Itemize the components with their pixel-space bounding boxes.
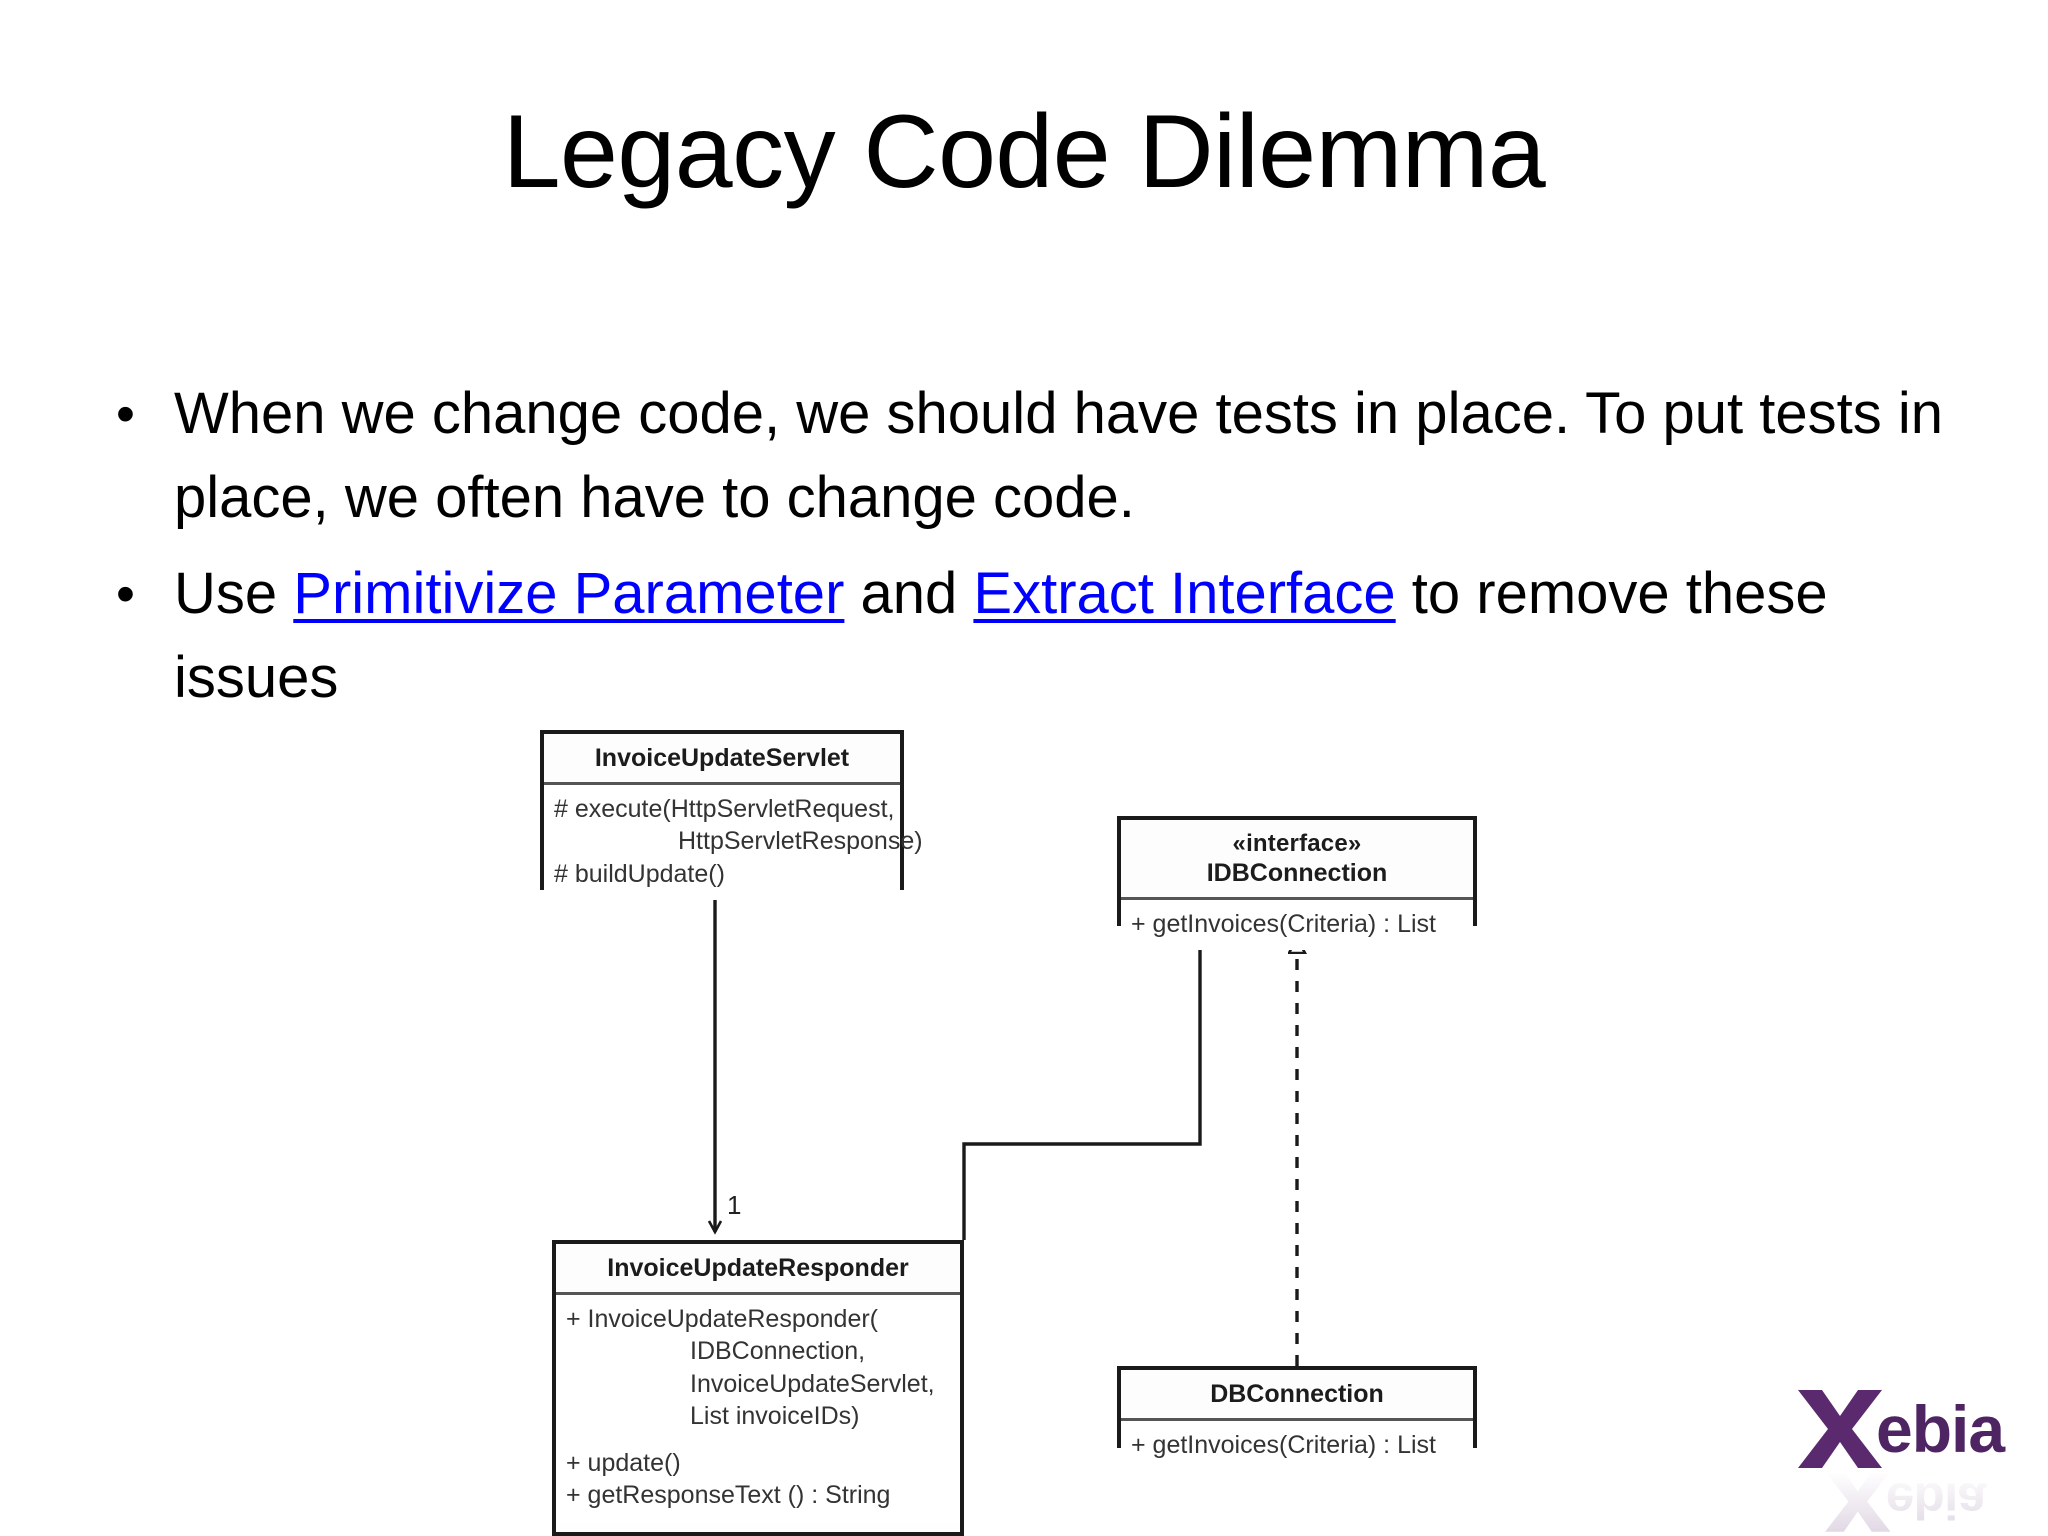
uml-class-name-text: IDBConnection [1206,859,1388,888]
uml-member-list: + getInvoices(Criteria) : List [1121,1420,1473,1471]
uml-class-name: InvoiceUpdateResponder [556,1244,960,1295]
link-extract-interface[interactable]: Extract Interface [973,561,1396,626]
uml-class-invoiceupdateservlet[interactable]: InvoiceUpdateServlet # execute(HttpServl… [540,730,923,900]
bullet-text-2: Use Primitivize Parameter and Extract In… [174,552,1970,720]
bullet-list: • When we change code, we should have te… [100,372,1970,732]
page-title: Legacy Code Dilemma [502,94,1546,210]
uml-member-list: + InvoiceUpdateResponder( IDBConnection,… [556,1294,960,1522]
uml-class-name: «interface» IDBConnection [1121,820,1473,900]
uml-class-name: InvoiceUpdateServlet [544,734,900,785]
uml-member: + getResponseText () : String [566,1481,891,1509]
uml-member: # buildUpdate() [554,859,725,888]
uml-member: HttpServletResponse) [678,827,923,855]
uml-member: + getInvoices(Criteria) : List [1131,1430,1436,1459]
uml-class-idbconnection[interactable]: «interface» IDBConnection + getInvoices(… [1117,816,1477,951]
uml-member: + update() [566,1448,681,1477]
bullet-segment-text: Use [174,561,294,626]
bullet-segment-text: to remove these issues [174,561,1828,710]
relation-responder-to-interface [962,934,1200,1240]
multiplicity-label: 1 [727,1190,742,1220]
uml-member: # execute(HttpServletRequest, [554,794,895,823]
uml-member: IDBConnection, [690,1337,866,1365]
xebia-wordmark-icon: ebia [1798,1390,2007,1468]
bullet-marker-icon: • [116,564,135,624]
bullet-item-2: • Use Primitivize Parameter and Extract … [100,552,1970,720]
bullet-segment-text: and [844,561,974,626]
uml-member-list: + getInvoices(Criteria) : List [1121,899,1473,951]
bullet-item-1: • When we change code, we should have te… [100,372,1970,540]
uml-member-list: # execute(HttpServletRequest, HttpServle… [544,784,923,900]
uml-class-invoiceupdateresponder[interactable]: InvoiceUpdateResponder + InvoiceUpdateRe… [552,1240,964,1536]
svg-text:ebia: ebia [1886,1473,1987,1530]
bullet-segment-text: When we change code, we should have test… [174,381,1943,530]
uml-stereotype: «interface» [1232,830,1362,857]
uml-member: + InvoiceUpdateResponder( [566,1304,878,1333]
svg-text:ebia: ebia [1876,1392,2006,1466]
link-primitivize-parameter[interactable]: Primitivize Parameter [293,561,845,626]
bullet-marker-icon: • [116,384,135,444]
uml-class-diagram: 1 InvoiceUpdateServlet # execute(HttpSer… [540,720,1650,1536]
bullet-text-1: When we change code, we should have test… [174,372,1970,540]
uml-class-name: DBConnection [1121,1370,1473,1421]
xebia-logo-reflection: ebia [1825,1471,1987,1532]
uml-member: + getInvoices(Criteria) : List [1131,909,1436,938]
uml-member: InvoiceUpdateServlet, [690,1369,935,1398]
xebia-logo: ebia ebia [1792,1382,2048,1536]
uml-class-dbconnection[interactable]: DBConnection + getInvoices(Criteria) : L… [1117,1366,1477,1471]
uml-member: List invoiceIDs) [690,1402,860,1430]
